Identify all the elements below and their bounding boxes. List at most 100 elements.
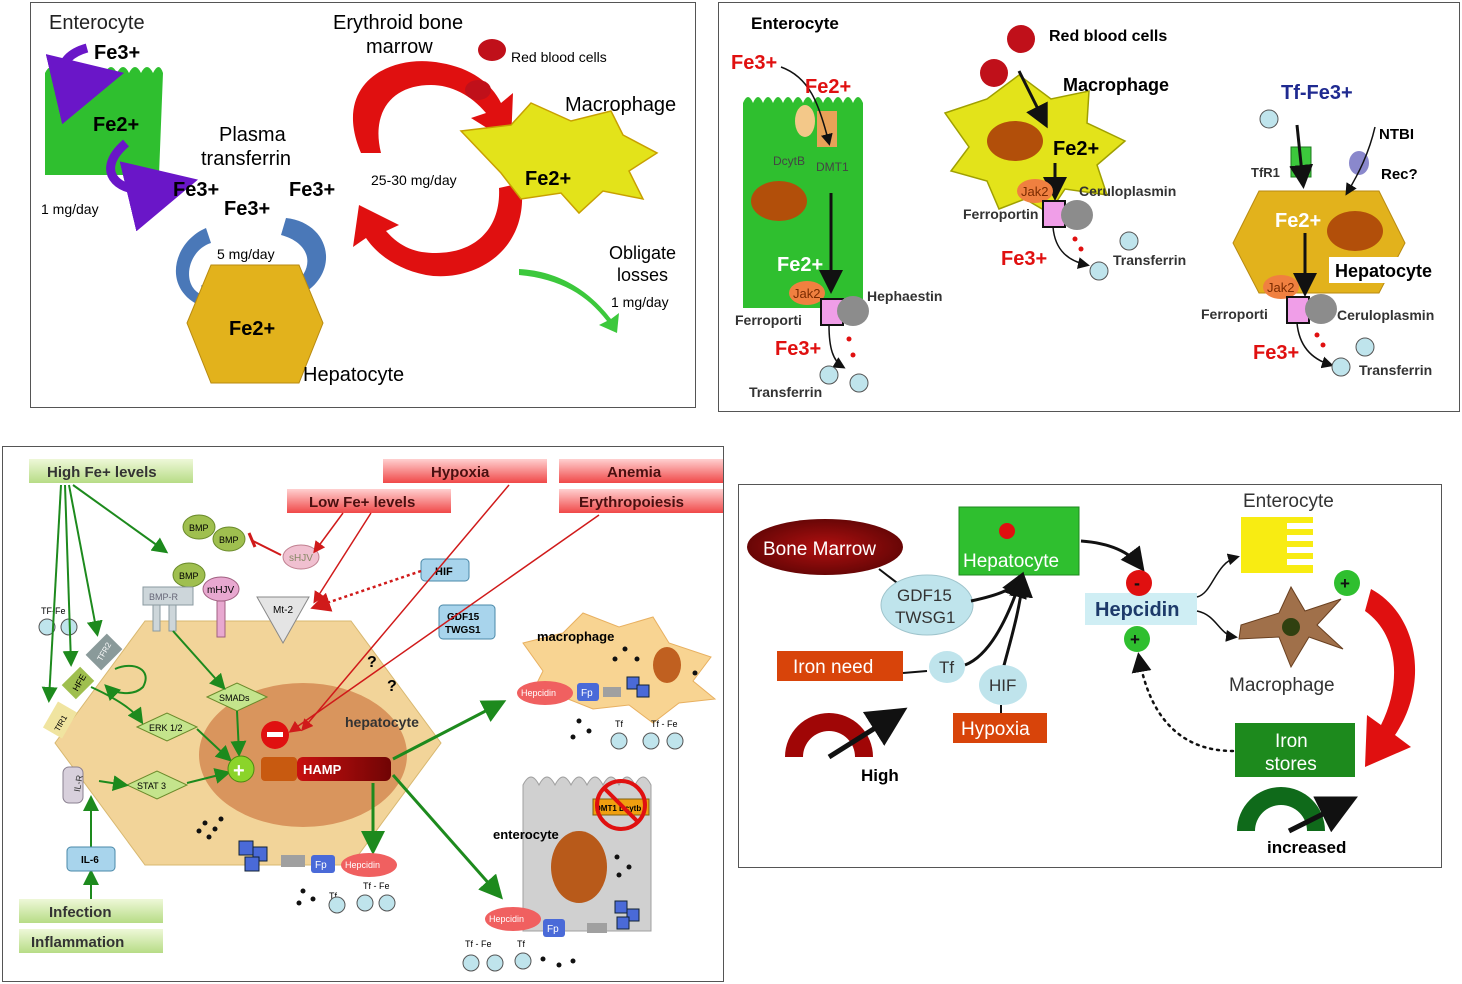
plus-circle-right [1334, 570, 1360, 596]
rec-receptor [1349, 151, 1369, 175]
fe3-plasma-right: Fe3+ [289, 179, 335, 201]
ilr-to-stat3-arrow [98, 775, 129, 792]
bmp-r-stem-2 [168, 604, 177, 632]
minus-label: - [1134, 573, 1140, 593]
erk-diamond [135, 712, 199, 742]
transferrin-macrophage-2 [1119, 231, 1139, 251]
fe2-enterocyte-mid: Fe2+ [777, 254, 823, 276]
no-entry-slash [603, 787, 639, 823]
iron-dot-e-c1 [614, 854, 620, 860]
low-fe-arrow-2 [313, 512, 372, 604]
transferrin-macrophage-label: Transferrin [1113, 252, 1186, 268]
macrophage-d-label: Macrophage [1229, 675, 1335, 696]
tf-enterocyte-c-label: Tf [517, 939, 525, 949]
hif-label: HIF [435, 566, 453, 578]
bmp-2 [212, 526, 246, 552]
enterocyte-shape-d [1241, 517, 1313, 573]
ferritin-cube-m2 [636, 684, 650, 698]
tf-dot-hc2 [356, 894, 374, 912]
iron-dot-m-c7 [570, 734, 576, 740]
smads-label: SMADs [219, 693, 250, 703]
hepatocyte-c-label: hepatocyte [345, 714, 419, 730]
jak2-enterocyte [789, 281, 825, 305]
fe3-plasma-center: Fe3+ [224, 198, 270, 220]
gdf15-ellipse [880, 574, 974, 636]
tf-dot-ec1 [462, 954, 480, 972]
hamp-to-enterocyte-arrow [391, 774, 503, 900]
fp-macrophage [577, 683, 599, 701]
gdf15-label-1: GDF15 [447, 612, 480, 623]
hepcidin-macrophage-label: Hepcidin [521, 688, 556, 698]
iron-dot-c7 [310, 896, 316, 902]
hepcidin-label: Hepcidin [1095, 599, 1179, 621]
rate-losses: 1 mg/day [611, 294, 669, 310]
bmp-3-label: BMP [179, 571, 199, 581]
erythroid-label-2: marrow [366, 36, 433, 58]
hepatocyte-label: Hepatocyte [303, 364, 404, 386]
anemia-label: Anemia [607, 464, 662, 481]
tf-dot-hc1 [328, 896, 346, 914]
enterocyte-title: Enterocyte [751, 14, 839, 33]
high-fe-box [29, 459, 193, 483]
il6-label: IL-6 [81, 855, 99, 866]
hepcidin-enterocyte [485, 907, 541, 931]
question-mark-1: ? [367, 654, 377, 671]
erk-label: ERK 1/2 [149, 723, 183, 733]
iron-dot-c5 [196, 828, 202, 834]
fe3-macrophage-out: Fe3+ [1001, 248, 1047, 270]
hypoxia-box-d [953, 713, 1047, 743]
iron-dot-c6 [300, 888, 306, 894]
high-gauge-needle [827, 707, 908, 760]
hepcidin-to-enterocyte-arrow [1196, 553, 1240, 598]
hepcidin-to-macrophage-arrow [1196, 610, 1238, 642]
gdf15-label-2: TWGS1 [445, 625, 481, 636]
iron-dot-m-c6 [586, 728, 592, 734]
bmp-2-label: BMP [219, 535, 239, 545]
transferrin-hepatocyte-1 [1331, 357, 1351, 377]
panel-cellular-iron-export: Enterocyte Fe3+ Fe2+ DcytB DMT1 Fe2+ Jak… [718, 2, 1460, 412]
fe2-hepatocyte-b: Fe2+ [1275, 210, 1321, 232]
enterocyte-export-arrow [828, 324, 846, 369]
hamp-promoter [261, 757, 297, 781]
plasma-label: Plasma [219, 124, 287, 146]
smads-diamond [205, 682, 269, 712]
fe2-enterocyte-top: Fe2+ [805, 76, 851, 98]
fe2-macrophage-b: Fe2+ [1053, 138, 1099, 160]
tf-fe-dot-1 [38, 618, 56, 636]
fe2-macrophage: Fe2+ [525, 168, 571, 190]
iron-need-box [777, 651, 903, 681]
iron-dot-m-c2 [634, 656, 640, 662]
fe-entry-arrow [780, 66, 833, 146]
tf-dot-hc3 [378, 894, 396, 912]
hepatocyte-box-d [958, 506, 1080, 576]
iron-dot-m-c3 [612, 656, 618, 662]
high-fe-arrow-tfr1 [41, 484, 62, 703]
no-entry-sign [595, 779, 647, 831]
tf-d-label: Tf [939, 658, 954, 677]
dcytb-protein [795, 105, 815, 137]
tfr2-receptor [85, 633, 123, 671]
tf-dot-mc3 [666, 732, 684, 750]
tf-fe3-label: Tf-Fe3+ [1281, 82, 1353, 104]
fe3-enterocyte-in: Fe3+ [731, 52, 777, 74]
gdf15-label-2: TWSG1 [895, 608, 955, 627]
iron-dot-c1 [202, 820, 208, 826]
tfr1-label: TfR1 [1251, 165, 1280, 180]
hepatocyte-export-arrow [1296, 322, 1334, 369]
ferroportin-enterocyte-label: Ferroporti [735, 312, 802, 328]
iron-dot-e-c4 [540, 956, 546, 962]
iron-dot-e2 [850, 352, 856, 358]
plus-left-label: + [1130, 630, 1140, 649]
green-losses-arrow [519, 269, 619, 333]
bone-marrow-ellipse [747, 519, 903, 575]
hepcidin-box [1085, 593, 1197, 625]
low-fe-arrow-1 [313, 512, 344, 554]
ceruloplasmin-macrophage-label: Ceruloplasmin [1079, 183, 1176, 199]
fp-enterocyte [543, 919, 565, 937]
inflammation-label: Inflammation [31, 934, 124, 951]
panel-hepcidin-regulation: High Fe+ levels Hypoxia Anemia Low Fe+ l… [2, 446, 724, 982]
mt2-label: Mt-2 [273, 605, 293, 616]
red-curved-arrow [1365, 589, 1416, 767]
transferrin-label: transferrin [201, 148, 291, 170]
fe2-enterocyte: Fe2+ [93, 114, 139, 136]
